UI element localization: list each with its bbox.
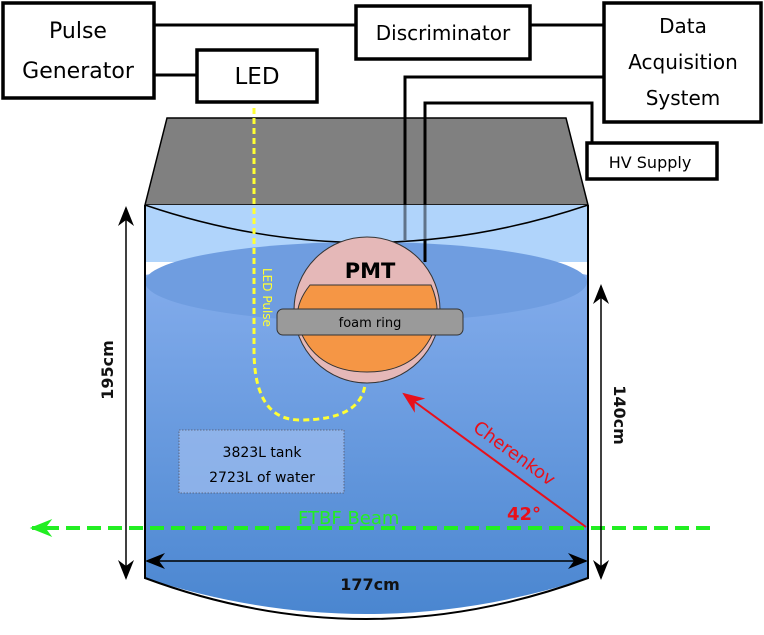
beam-depth-label: 140cm <box>610 385 629 445</box>
tank-width-label: 177cm <box>340 575 400 594</box>
pulse-generator-label-1: Pulse <box>49 19 107 44</box>
tank-volume: 3823L tank <box>223 445 303 461</box>
daq-label-2: Acquisition <box>628 50 738 74</box>
daq-box: Data Acquisition System <box>602 1 763 124</box>
tank-info-box <box>178 429 345 494</box>
water-volume: 2723L of water <box>209 470 315 486</box>
led-pulse-fiber <box>252 108 367 422</box>
foam-ring-label: foam ring <box>339 316 402 331</box>
discriminator-label: Discriminator <box>376 21 511 45</box>
cherenkov-ray <box>402 392 587 528</box>
tank-outline <box>144 205 589 620</box>
pmt-label: PMT <box>345 259 396 283</box>
pulse-generator-box: Pulse Generator <box>1 1 156 100</box>
daq-label-3: System <box>646 86 721 110</box>
discriminator-box: Discriminator <box>354 4 532 61</box>
tank-body-water <box>145 255 588 614</box>
led-label: LED <box>234 64 279 90</box>
led-box: LED <box>195 48 319 104</box>
tank-lid <box>144 117 589 206</box>
pulse-generator-label-2: Generator <box>22 59 135 84</box>
pmt: PMT foam ring <box>276 236 464 384</box>
foam-ring <box>276 308 464 336</box>
ftbf-beam-label: FTBF Beam <box>298 508 399 529</box>
hv-supply-box: HV Supply <box>585 141 719 181</box>
hv-supply-label: HV Supply <box>609 153 692 172</box>
cherenkov-angle: 42° <box>507 504 541 525</box>
daq-label-1: Data <box>659 14 707 38</box>
led-pulse-label: LED Pulse <box>260 268 274 327</box>
tank-height-label: 195cm <box>98 340 117 400</box>
